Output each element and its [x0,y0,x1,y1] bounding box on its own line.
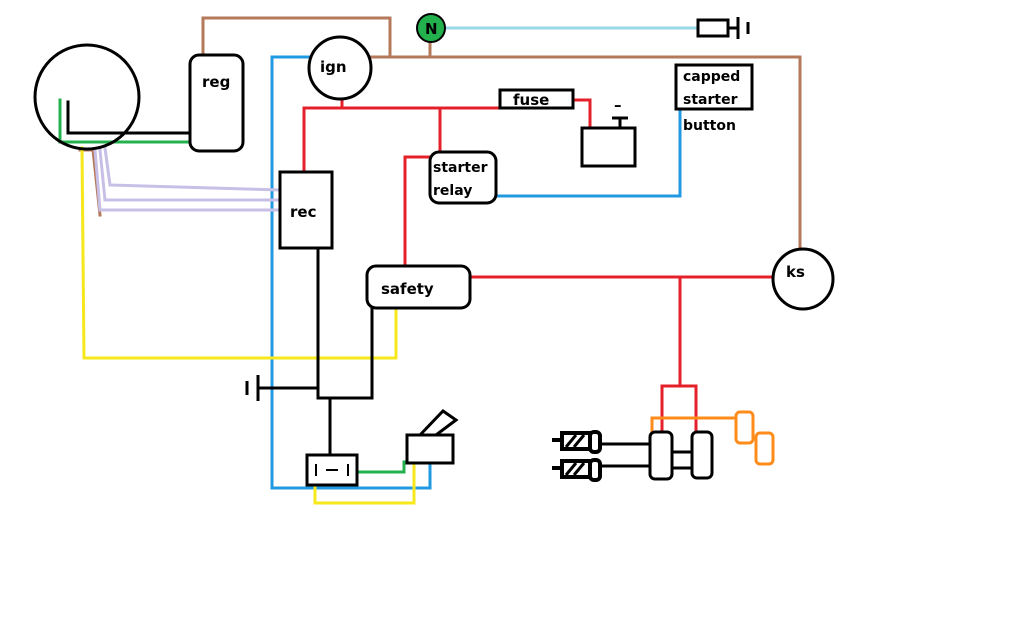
capped-starter-button: capped starter button [674,63,754,134]
injector-left [648,430,674,481]
cdi-box [305,453,359,487]
orange-wires [650,416,740,434]
neutral-indicator: N [416,13,446,43]
fuse: fuse [498,88,575,110]
safety-box: safety [365,264,472,310]
kill-switch: ks [771,247,835,311]
battery-sign: – [614,96,622,114]
fuse-label: fuse [513,91,549,109]
reg-box: reg [188,53,245,153]
lavender-wires [93,146,282,212]
rectifier-box: rec [278,170,334,250]
battery: – [580,96,637,168]
neutral-switch-icon [696,17,750,39]
starter-button-line2: starter [683,92,738,108]
red-wires [302,98,774,434]
yellow-wires [80,146,416,505]
safety-label: safety [381,280,434,298]
spark-plug-lower [552,458,602,482]
neutral-label: N [425,20,438,38]
orange-component-upper [734,410,755,445]
injector-right [690,430,714,480]
ks-label: ks [786,263,805,281]
starter-relay-line2: relay [433,183,472,199]
ignition-coil [405,409,459,465]
starter-button-line1: capped [683,69,740,85]
starter-button-line3: button [683,118,736,134]
black-wires [66,100,694,470]
starter-relay-line1: starter [433,160,488,176]
green-wires [58,98,406,474]
stator-circle [33,43,141,151]
rec-label: rec [290,203,316,221]
ign-label: ign [320,58,347,76]
ignition-switch: ign [307,35,373,101]
starter-relay: starter relay [428,150,498,205]
reg-label: reg [202,73,230,91]
ground-icon [245,375,260,401]
orange-component-lower [754,431,775,466]
spark-plug-upper [552,430,602,454]
blue-wires [270,55,682,490]
